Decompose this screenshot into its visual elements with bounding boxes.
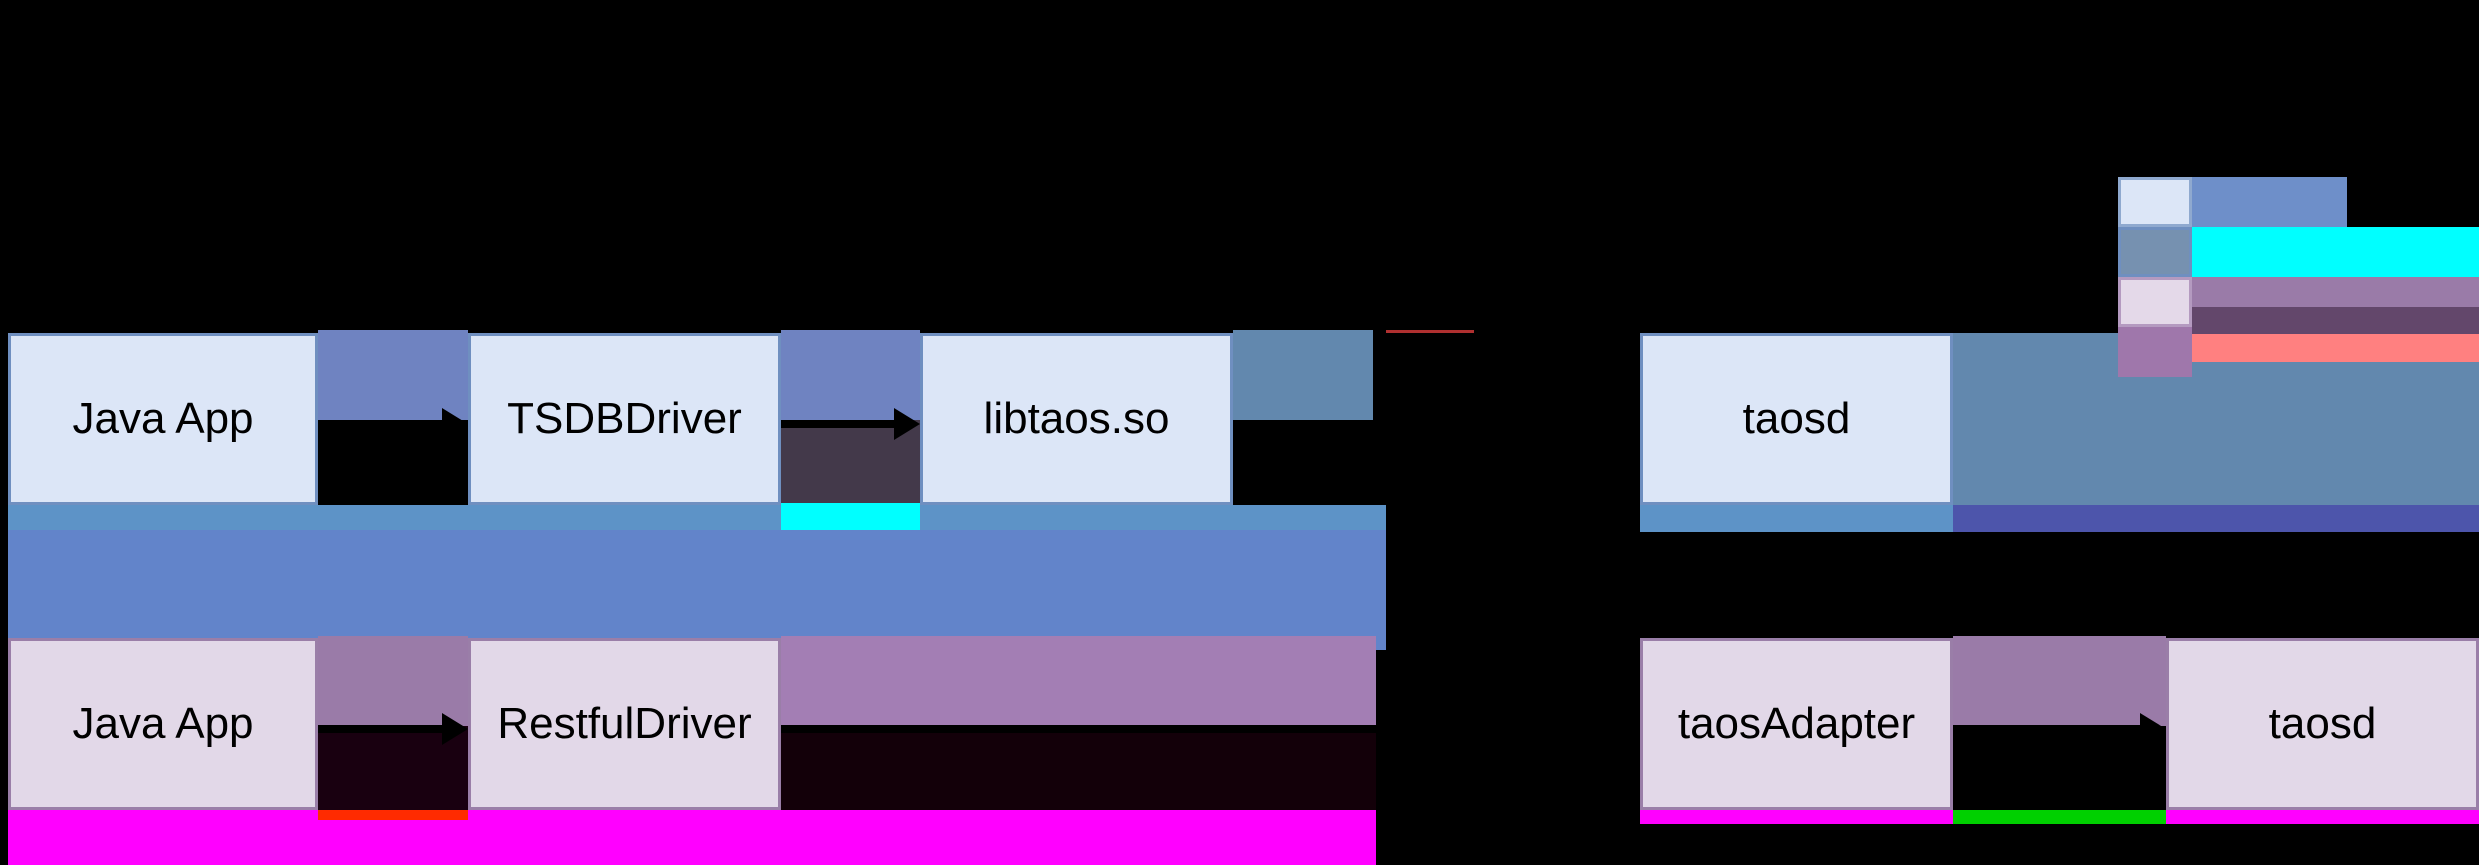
node-label: taosd	[2268, 699, 2377, 748]
arrow-line	[318, 420, 442, 428]
arrow-line	[781, 420, 894, 428]
arrow-head-icon	[442, 713, 468, 745]
band-upper-fill-mid1	[318, 330, 468, 420]
legend-native-lib[interactable]	[2118, 227, 2206, 277]
legend-swatch	[2118, 277, 2192, 327]
arrow-head-icon	[894, 408, 920, 440]
band-legend-purple	[2192, 277, 2479, 307]
band-upper-cyan	[781, 503, 920, 532]
node-taos-adapter[interactable]: taosAdapter	[1640, 638, 1953, 810]
legend-swatch	[2118, 177, 2192, 227]
band-lower-magenta-2	[1640, 810, 1953, 824]
band-upper-fill-mid2	[781, 330, 920, 420]
band-lower-fill-mid1	[318, 636, 468, 726]
band-legend-salmon	[2192, 334, 2479, 362]
arrow-head-icon	[2140, 713, 2166, 745]
band-lower-fill-mid2	[781, 636, 1376, 726]
band-lower-green-mid	[1953, 810, 2166, 824]
band-lower-dark-mid2	[781, 726, 1376, 810]
legend-rest-app[interactable]	[2118, 277, 2206, 327]
band-legend-cyan	[2192, 227, 2479, 277]
legend-swatch	[2118, 227, 2192, 277]
node-java-app-rest[interactable]: Java App	[8, 638, 318, 810]
band-upper-big-blue	[8, 530, 1386, 650]
band-taosd-blue	[1640, 505, 1953, 532]
band-lower-magenta-3	[2166, 810, 2479, 824]
node-label: TSDBDriver	[507, 394, 742, 443]
band-taosd-darkblue	[1953, 505, 2479, 532]
arrow-line	[1953, 725, 2140, 733]
band-lower-magenta-1	[8, 810, 1376, 865]
node-restful-driver[interactable]: RestfulDriver	[468, 638, 781, 810]
legend-app[interactable]	[2118, 177, 2206, 227]
node-label: Java App	[72, 394, 254, 443]
arrow-head-icon	[442, 408, 468, 440]
node-libtaos-so[interactable]: libtaos.so	[920, 333, 1233, 505]
legend-swatch	[2118, 327, 2192, 377]
band-lower-fill-mid3	[1953, 636, 2166, 726]
arrow-head-icon	[1614, 713, 1640, 745]
node-tsdb-driver[interactable]: TSDBDriver	[468, 333, 781, 505]
arrow-line	[1233, 420, 1614, 428]
band-redline	[1386, 330, 1474, 333]
node-taosd-native[interactable]: taosd	[1640, 333, 1953, 505]
arrow-line	[781, 725, 1614, 733]
node-label: taosd	[1742, 394, 1851, 443]
band-legend-darkpurple	[2192, 307, 2479, 334]
band-legend-blue	[2192, 177, 2347, 227]
node-label: Java App	[72, 699, 254, 748]
arrow-head-icon	[1614, 408, 1640, 440]
node-taosd-rest[interactable]: taosd	[2166, 638, 2479, 810]
legend-rest-server[interactable]	[2118, 327, 2206, 377]
arrow-line	[318, 725, 442, 733]
node-label: RestfulDriver	[497, 699, 752, 748]
node-label: libtaos.so	[983, 394, 1170, 443]
node-label: taosAdapter	[1677, 699, 1916, 748]
node-java-app-native[interactable]: Java App	[8, 333, 318, 505]
band-upper-fill-mid3	[1233, 330, 1373, 420]
band-lower-red-mid1	[318, 810, 468, 820]
